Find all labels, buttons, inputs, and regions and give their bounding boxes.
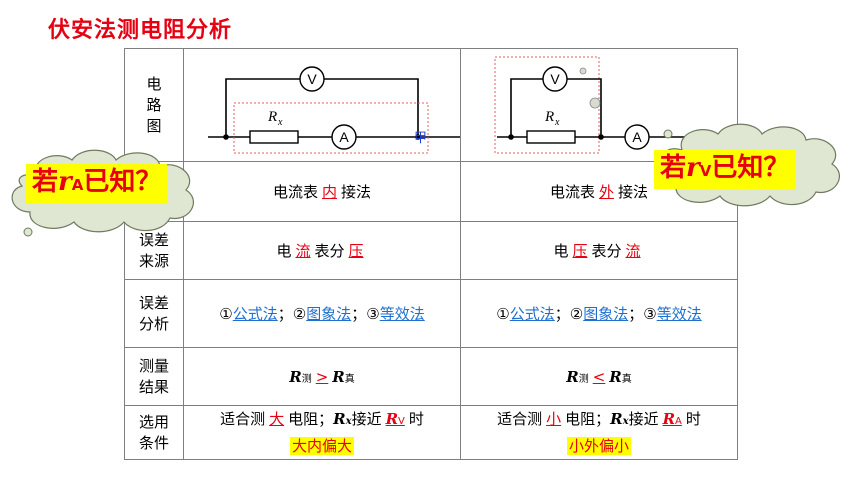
table-row-error-analysis: 误差 分析 ①公式法；②图象法；③等效法 ①公式法；②图象法；③等效法 xyxy=(124,279,738,348)
error-source-internal: 电流表分压 xyxy=(183,221,461,280)
external-connection-circuit-diagram: V R x A xyxy=(494,56,737,154)
row-label-error-source: 误差 来源 xyxy=(124,221,184,280)
error-source-external: 电压表分流 xyxy=(460,221,738,280)
voltmeter-symbol: V xyxy=(307,71,317,87)
table-row-error-source: 误差 来源 电流表分压 电压表分流 xyxy=(124,221,738,280)
row-label-condition: 选用 条件 xyxy=(124,405,184,460)
figure-label-jia: 甲 xyxy=(414,131,428,146)
internal-connection-circuit-diagram: V R x A xyxy=(208,66,464,154)
resistor-symbol-2 xyxy=(526,130,576,144)
external-mnemonic: 小外偏小 xyxy=(566,437,631,455)
ammeter-symbol-2: A xyxy=(632,129,642,145)
result-internal: R测>R真 xyxy=(183,347,461,406)
page-title: 伏安法测电阻分析 xyxy=(48,18,233,43)
resistor-symbol xyxy=(249,130,299,144)
ammeter-symbol: A xyxy=(339,129,349,145)
question-if-ra-known: 若rA已知？ xyxy=(26,164,168,203)
connection-internal: 电流表内接法 xyxy=(183,161,461,222)
voltmeter-symbol-2: V xyxy=(550,71,560,87)
svg-text:R: R xyxy=(544,109,554,125)
table-row-result: 测量 结果 R测>R真 R测<R真 xyxy=(124,347,738,406)
graph-method-link[interactable]: 图象法 xyxy=(306,305,352,323)
equivalent-method-link[interactable]: 等效法 xyxy=(379,305,425,323)
row-label-result: 测量 结果 xyxy=(124,347,184,406)
internal-highlight-box xyxy=(233,102,429,154)
table-row-circuit: 电 路 图 V R x A xyxy=(124,48,738,162)
circuit-internal: V R x A xyxy=(183,48,464,162)
row-label-circuit: 电 路 图 xyxy=(124,48,184,162)
comparison-table: 电 路 图 V R x A xyxy=(124,48,738,460)
svg-text:x: x xyxy=(277,117,283,128)
formula-method-link-2[interactable]: 公式法 xyxy=(509,305,555,323)
row-label-error-analysis: 误差 分析 xyxy=(124,279,184,348)
graph-method-link-2[interactable]: 图象法 xyxy=(583,305,629,323)
equivalent-method-link-2[interactable]: 等效法 xyxy=(656,305,702,323)
svg-text:R: R xyxy=(267,109,277,125)
error-analysis-external: ①公式法；②图象法；③等效法 xyxy=(460,279,738,348)
result-external: R测<R真 xyxy=(460,347,738,406)
formula-method-link[interactable]: 公式法 xyxy=(232,305,278,323)
question-if-rv-known: 若rV已知？ xyxy=(654,150,796,189)
svg-text:x: x xyxy=(554,117,560,128)
error-analysis-internal: ①公式法；②图象法；③等效法 xyxy=(183,279,461,348)
internal-mnemonic: 大内偏大 xyxy=(289,437,354,455)
